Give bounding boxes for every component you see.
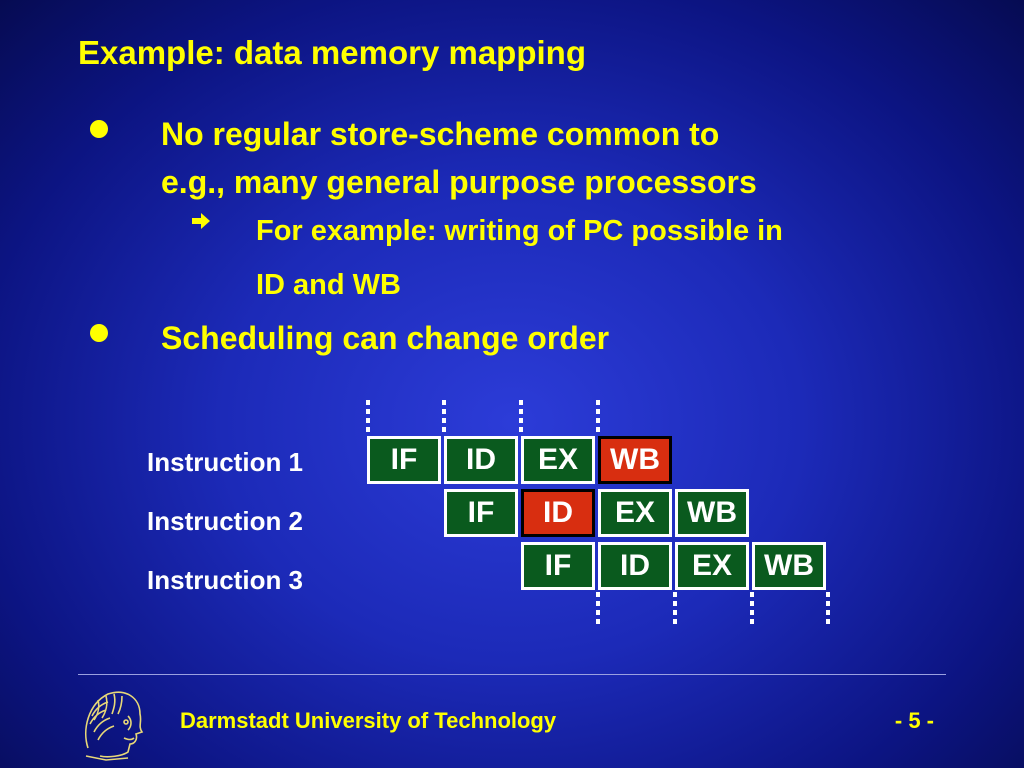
- cycle-marker-bottom: [750, 592, 754, 626]
- bullet-dot-icon: [90, 324, 108, 342]
- bullet-1-line-1: No regular store-scheme common to: [161, 116, 720, 152]
- slide-title: Example: data memory mapping: [78, 34, 586, 71]
- cycle-marker-bottom: [596, 592, 600, 626]
- bullet-2-line-1: Scheduling can change order: [161, 320, 610, 356]
- row-1-stage-ex: EX: [521, 436, 595, 484]
- cycle-marker-top: [519, 400, 523, 434]
- cycle-marker-top: [442, 400, 446, 434]
- bullet-1-line-2: e.g., many general purpose processors: [161, 164, 757, 200]
- row-1-stage-wb-highlighted: WB: [598, 436, 672, 484]
- row-1-stage-if: IF: [367, 436, 441, 484]
- cycle-marker-bottom: [826, 592, 830, 626]
- sub-bullet-line-1: For example: writing of PC possible in: [256, 215, 783, 247]
- row-3-stage-if: IF: [521, 542, 595, 590]
- instruction-1-label: Instruction 1: [147, 447, 304, 477]
- instruction-2-label: Instruction 2: [147, 506, 304, 536]
- cycle-marker-top: [596, 400, 600, 434]
- university-logo-icon: [85, 691, 144, 761]
- footer-divider: [78, 674, 946, 675]
- cycle-marker-bottom: [673, 592, 677, 626]
- instruction-3-label: Instruction 3: [147, 565, 304, 595]
- row-2-stage-wb: WB: [675, 489, 749, 537]
- arrow-right-icon: [192, 213, 210, 229]
- page-number: - 5 -: [894, 708, 934, 733]
- row-3-stage-id: ID: [598, 542, 672, 590]
- row-2-stage-id-highlighted: ID: [521, 489, 595, 537]
- row-3-stage-wb: WB: [752, 542, 826, 590]
- sub-bullet-line-2: ID and WB: [256, 269, 401, 301]
- footer-institution: Darmstadt University of Technology: [180, 708, 557, 733]
- row-2-stage-if: IF: [444, 489, 518, 537]
- row-1-stage-id: ID: [444, 436, 518, 484]
- bullet-dot-icon: [90, 120, 108, 138]
- row-2-stage-ex: EX: [598, 489, 672, 537]
- cycle-marker-top: [366, 400, 370, 434]
- row-3-stage-ex: EX: [675, 542, 749, 590]
